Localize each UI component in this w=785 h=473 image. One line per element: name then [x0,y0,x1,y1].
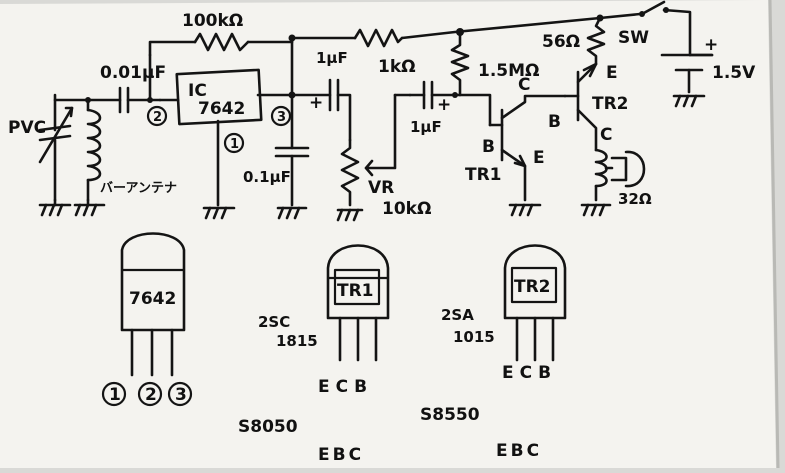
label-tr1-b: B [482,137,495,157]
alt1-part: S8050 [238,417,298,437]
label-tr2-e: E [606,63,618,83]
pkg-ic-pin2: 2 [145,385,157,405]
transistor-tr1 [488,94,567,217]
label-sw: SW [618,28,649,48]
pkg-ic-label: 7642 [129,289,176,309]
label-pin1: 1 [230,137,239,152]
label-tr2: TR2 [592,94,629,114]
volume-potentiometer [336,93,397,222]
label-c-couple1: 1μF [316,49,348,67]
paper-edge [768,0,780,469]
pkg-tr2-label: TR2 [514,277,551,297]
paper-sheet [0,0,776,468]
coupling-network [393,80,492,127]
resistor-top-right [353,28,404,48]
switch-and-battery [639,0,714,108]
label-pin3: 3 [277,110,286,125]
input-section [38,86,162,217]
label-r-emitter: 56Ω [542,32,580,52]
label-speaker: 32Ω [618,190,652,208]
pkg-tr1-label: TR1 [337,281,374,301]
label-c-bypass: 0.1μF [243,168,291,186]
package-tr1 [326,244,390,362]
label-100k: 100kΩ [182,11,243,31]
label-vr-value: 10kΩ [382,199,431,219]
label-battery: 1.5V [712,63,756,83]
pkg-tr2-pins: ECB [502,363,557,383]
label-bar-antenna: バーアンテナ [100,181,177,196]
label-tr2-b: B [548,112,561,132]
alt1-pins: EBC [318,445,364,465]
package-tr2 [503,244,567,362]
package-ic-7642 [101,232,193,407]
label-c-couple2: 1μF [410,118,442,136]
pkg-tr2-part2: 1015 [453,328,495,346]
label-tr1-e: E [533,148,545,168]
pkg-tr1-pins: ECB [318,377,373,397]
label-battery-plus: + [704,35,718,55]
transistor-tr2 [563,14,646,217]
label-vr: VR [368,178,394,198]
label-ic: IC [188,81,207,101]
pkg-tr2-part1: 2SA [441,306,474,324]
alt2-part: S8550 [420,405,480,425]
label-tr1-c: C [518,75,530,95]
label-c-input: 0.01μF [100,63,166,83]
label-r-bias: 1.5MΩ [478,61,539,81]
ic-7642-symbol [146,53,294,220]
label-plus-c1: + [309,93,323,113]
alt2-pins: EBC [496,441,542,461]
label-r-base: 1kΩ [378,57,416,77]
pkg-tr1-part2: 1815 [276,332,318,350]
pkg-ic-pin3: 3 [175,385,187,405]
ic-output-network [274,34,352,220]
resistor-1-5m [450,28,470,97]
label-tr2-c: C [600,125,612,145]
label-plus-c2: + [437,95,451,115]
label-tr1: TR1 [465,165,502,185]
resistor-100k [193,32,250,52]
label-pvc: PVC [8,118,46,138]
pkg-tr1-part1: 2SC [258,313,290,331]
label-ic-part: 7642 [198,99,245,119]
label-pin2: 2 [153,110,162,125]
pkg-ic-pin1: 1 [109,385,121,405]
